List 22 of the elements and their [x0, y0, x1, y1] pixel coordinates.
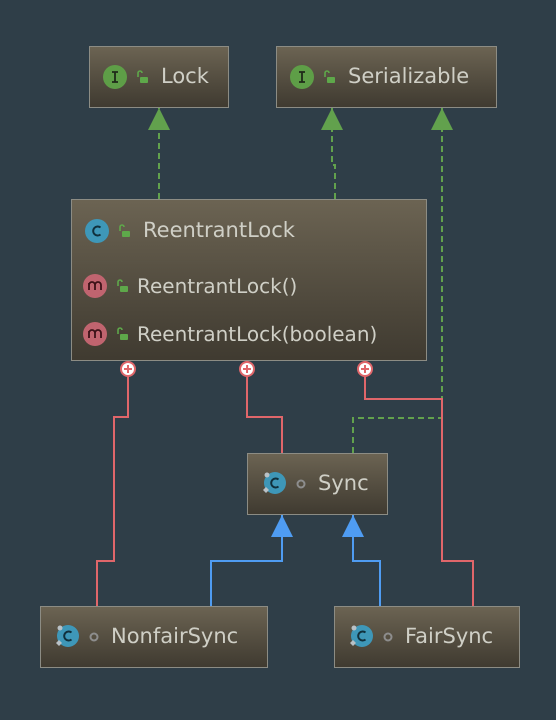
- inner-class-connector: [96, 361, 136, 606]
- class-name: NonfairSync: [111, 623, 238, 650]
- class-name: ReentrantLock: [143, 216, 295, 244]
- class-name: Serializable: [348, 63, 470, 90]
- implements-arrow: [352, 108, 453, 453]
- class-box: [334, 606, 520, 668]
- class-name: Lock: [161, 63, 209, 90]
- class-box: [40, 606, 268, 668]
- inheritance-arrow: [342, 515, 381, 606]
- class-name: FairSync: [405, 623, 494, 650]
- class-name: Sync: [318, 470, 369, 498]
- class-box: [89, 46, 229, 108]
- method-name: ReentrantLock(boolean): [137, 321, 378, 348]
- inheritance-arrow: [210, 515, 293, 606]
- class-box: [276, 46, 497, 108]
- method-name: ReentrantLock(): [137, 273, 298, 300]
- class-box: [71, 199, 427, 361]
- class-box: [247, 453, 388, 515]
- implements-arrow: [148, 108, 170, 199]
- inner-class-connector: [357, 361, 474, 606]
- implements-arrow: [321, 108, 343, 199]
- inner-class-connector: [239, 361, 283, 453]
